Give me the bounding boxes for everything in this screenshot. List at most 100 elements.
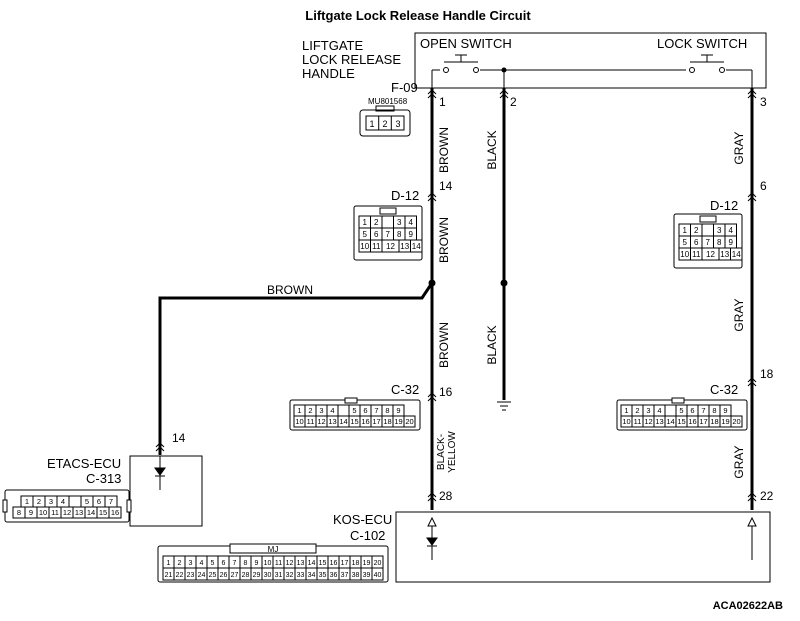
connector-pin-number: 14 — [666, 417, 674, 426]
connector-pin-number: 8 — [717, 238, 722, 247]
connector-pin-number: 10 — [264, 560, 272, 567]
svg-text:1: 1 — [369, 119, 374, 129]
connector-pin-number: 8 — [385, 406, 389, 415]
open-switch-symbol — [440, 54, 480, 76]
svg-text:2: 2 — [382, 119, 387, 129]
connector-pin-number: 5 — [211, 560, 215, 567]
connector-pin-number: 7 — [109, 497, 113, 506]
connector-pin-number: 7 — [374, 406, 378, 415]
connector-pin-number: 9 — [409, 230, 414, 239]
pin-14-etacs-label: 14 — [172, 431, 186, 445]
lock-switch-label: LOCK SWITCH — [657, 36, 747, 51]
connector-pin-number: 7 — [386, 230, 391, 239]
connector-pin-number: 38 — [352, 572, 360, 579]
connector-pin-number: 3 — [397, 218, 402, 227]
connector-pin-number: 10 — [680, 250, 689, 259]
connector-pin-number: 5 — [352, 406, 356, 415]
brown-branch-wire — [158, 282, 434, 455]
connector-pin-number: 20 — [405, 417, 413, 426]
connector-pin-number: 12 — [317, 417, 325, 426]
kos-connector-mark: MJ — [268, 545, 279, 554]
connector-pin-number: 3 — [319, 406, 323, 415]
connector-pin-number: 37 — [341, 572, 349, 579]
connector-pin-number: 11 — [307, 417, 315, 426]
connector-pin-number: 19 — [721, 417, 729, 426]
connector-pin-number: 3 — [189, 560, 193, 567]
connector-pin-number: 20 — [374, 560, 382, 567]
connector-pin-number: 1 — [683, 226, 688, 235]
connector-pin-number: 25 — [209, 572, 217, 579]
connector-pin-number: 39 — [363, 572, 371, 579]
connector-pin-cell — [701, 223, 714, 237]
connector-pin-number: 13 — [75, 508, 83, 517]
connector-pin-number: 5 — [679, 406, 683, 415]
connector-pin-number: 2 — [694, 226, 699, 235]
f09-connector-label: F-09 — [391, 80, 418, 95]
connector-pin-number: 8 — [244, 560, 248, 567]
wire-label-black-2: BLACK — [485, 325, 499, 364]
connector-pin-number: 2 — [308, 406, 312, 415]
connector-pin-number: 19 — [363, 560, 371, 567]
connector-pin-number: 9 — [729, 238, 734, 247]
handle-box — [414, 32, 767, 89]
connector-pin-number: 2 — [374, 218, 379, 227]
kos-box — [395, 511, 771, 583]
connector-pin-number: 8 — [712, 406, 716, 415]
connector-pin-number: 11 — [51, 508, 59, 517]
part-number: MU801568 — [368, 97, 408, 106]
connector-pin-number: 14 — [339, 417, 347, 426]
connector-pin-number: 14 — [87, 508, 95, 517]
connector-pin-number: 16 — [330, 560, 338, 567]
c32-left-label: C-32 — [391, 382, 419, 397]
connector-pin-number: 6 — [690, 406, 694, 415]
connector-pin-cell — [664, 404, 677, 417]
etacs-box — [129, 455, 203, 527]
connector-pin-number: 8 — [397, 230, 402, 239]
connector-pin-number: 4 — [200, 560, 204, 567]
connector-pin-cell — [730, 247, 743, 261]
diagram-code: ACA02622AB — [713, 600, 783, 612]
connector-pin-number: 36 — [330, 572, 338, 579]
kos-name: KOS-ECU — [333, 512, 392, 527]
connector-pin-cell — [381, 215, 394, 229]
wire-label-black-1: BLACK — [485, 130, 499, 169]
connector-pin-cell — [410, 239, 423, 253]
connector-pin-number: 3 — [717, 226, 722, 235]
connector-pin-number: 15 — [99, 508, 107, 517]
connector-pin-number: 12 — [644, 417, 652, 426]
connector-pin-number: 13 — [400, 242, 409, 251]
connector-pin-cell — [371, 567, 384, 581]
pin-14-label: 14 — [439, 179, 453, 193]
wire-label-black-yellow-2: YELLOW — [447, 431, 458, 473]
kos-input-arrows — [426, 516, 757, 560]
pin-16-label: 16 — [439, 385, 453, 399]
connector-pin-number: 26 — [220, 572, 228, 579]
c32-right-label: C-32 — [710, 382, 738, 397]
connector-pin-number: 1 — [624, 406, 628, 415]
connector-pin-number: 21 — [165, 572, 173, 579]
svg-text:3: 3 — [395, 119, 400, 129]
connector-pin-number: 34 — [308, 572, 316, 579]
connector-pin-number: 12 — [286, 560, 294, 567]
connector-pin-number: 27 — [231, 572, 239, 579]
pin-18-label: 18 — [760, 367, 774, 381]
connector-pin-number: 22 — [176, 572, 184, 579]
pin-3-label: 3 — [760, 95, 767, 109]
connector-pin-number: 10 — [39, 508, 47, 517]
connector-pin-number: 16 — [111, 508, 119, 517]
connector-pin-number: 28 — [242, 572, 250, 579]
pin-1-label: 1 — [439, 95, 446, 109]
connector-pin-cell — [337, 404, 350, 417]
connector-pin-number: 11 — [372, 242, 381, 251]
connector-pin-number: 31 — [275, 572, 283, 579]
connector-pin-number: 24 — [198, 572, 206, 579]
connector-pin-cell — [730, 415, 743, 428]
connector-pin-number: 30 — [264, 572, 272, 579]
etacs-connector: C-313 — [86, 471, 121, 486]
diagram-title: Liftgate Lock Release Handle Circuit — [305, 8, 531, 23]
